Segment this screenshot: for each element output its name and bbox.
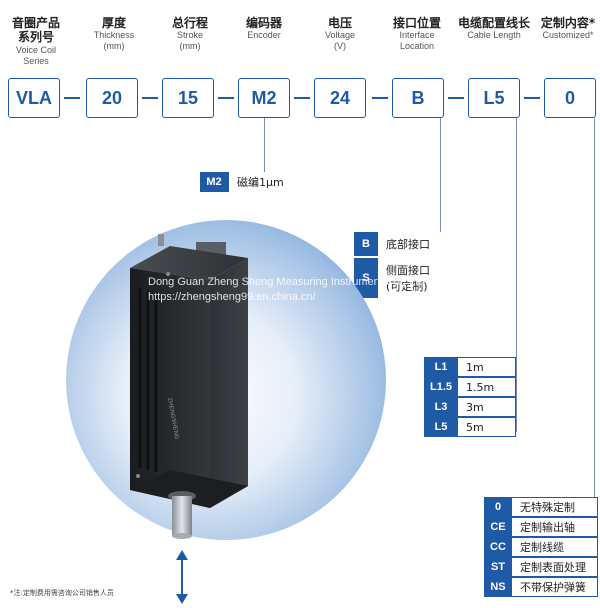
interface-connector (440, 118, 441, 242)
watermark-company: Dong Guan Zheng Sheng Measuring Instrume… (148, 276, 425, 288)
cable-option-row: L3 3m (424, 397, 516, 417)
dash-separator (218, 97, 234, 99)
cable-option-key: L1.5 (424, 377, 458, 397)
dash-separator (448, 97, 464, 99)
cable-option-key: L1 (424, 357, 458, 377)
cable-option-value: 5m (458, 417, 516, 437)
custom-option-row: 0 无特殊定制 (484, 497, 598, 517)
header-interface: 接口位置 Interface Location (392, 16, 441, 52)
header-series: 音圈产品 系列号 Voice Coil Series (11, 16, 60, 66)
dash-separator (64, 97, 80, 99)
custom-option-row: CE 定制输出轴 (484, 517, 598, 537)
custom-option-key: NS (484, 577, 512, 597)
cable-option-row: L1.5 1.5m (424, 377, 516, 397)
custom-option-key: 0 (484, 497, 512, 517)
header-voltage: 电压 Voltage (V) (324, 16, 356, 52)
custom-option-row: CC 定制线缆 (484, 537, 598, 557)
encoder-option-key: M2 (200, 172, 228, 192)
code-series: VLA (8, 78, 60, 118)
custom-option-value: 不带保护弹簧 (512, 577, 598, 597)
header-cable: 电缆配置线长 Cable Length (457, 16, 530, 41)
interface-option-key: B (354, 232, 378, 256)
encoder-option-value: 磁编1μm (228, 172, 288, 192)
dash-separator (372, 97, 388, 99)
header-encoder: 编码器 Encoder (245, 16, 282, 41)
custom-option-value: 定制输出轴 (512, 517, 598, 537)
interface-option-value: 侧面接口 (可定制) (378, 258, 464, 298)
dash-separator (142, 97, 158, 99)
interface-option-row: S 侧面接口 (可定制) (354, 258, 464, 298)
cable-option-key: L3 (424, 397, 458, 417)
cable-option-row: L1 1m (424, 357, 516, 377)
dash-separator (524, 97, 540, 99)
cable-option-row: L5 5m (424, 417, 516, 437)
custom-option-key: ST (484, 557, 512, 577)
interface-option-value: 底部接口 (378, 232, 464, 256)
cable-connector (516, 118, 517, 432)
custom-option-row: NS 不带保护弹簧 (484, 577, 598, 597)
custom-option-value: 定制线缆 (512, 537, 598, 557)
header-thickness: 厚度 Thickness (mm) (93, 16, 135, 52)
custom-option-value: 定制表面处理 (512, 557, 598, 577)
custom-option-row: ST 定制表面处理 (484, 557, 598, 577)
code-voltage: 24 (314, 78, 366, 118)
watermark-url: https://zhengsheng99.en.china.cn/ (148, 291, 316, 303)
header-stroke: 总行程 Stroke (mm) (171, 16, 208, 52)
cable-option-value: 1.5m (458, 377, 516, 397)
code-cable: L5 (468, 78, 520, 118)
cable-option-value: 1m (458, 357, 516, 377)
code-thickness: 20 (86, 78, 138, 118)
interface-option-row: B 底部接口 (354, 232, 464, 256)
encoder-connector (264, 118, 265, 180)
cable-option-key: L5 (424, 417, 458, 437)
header-custom: 定制内容* Customized* (540, 16, 596, 41)
code-interface: B (392, 78, 444, 118)
footnote: *注:定制费用需咨询公司销售人员 (10, 589, 114, 597)
actuator-product-image: ZHENGSHENG (130, 234, 248, 604)
custom-option-key: CE (484, 517, 512, 537)
custom-option-value: 无特殊定制 (512, 497, 598, 517)
encoder-option-row: M2 磁编1μm (200, 172, 288, 192)
code-encoder: M2 (238, 78, 290, 118)
custom-connector (594, 118, 595, 584)
dash-separator (294, 97, 310, 99)
code-stroke: 15 (162, 78, 214, 118)
cable-option-value: 3m (458, 397, 516, 417)
custom-option-key: CC (484, 537, 512, 557)
code-custom: 0 (544, 78, 596, 118)
